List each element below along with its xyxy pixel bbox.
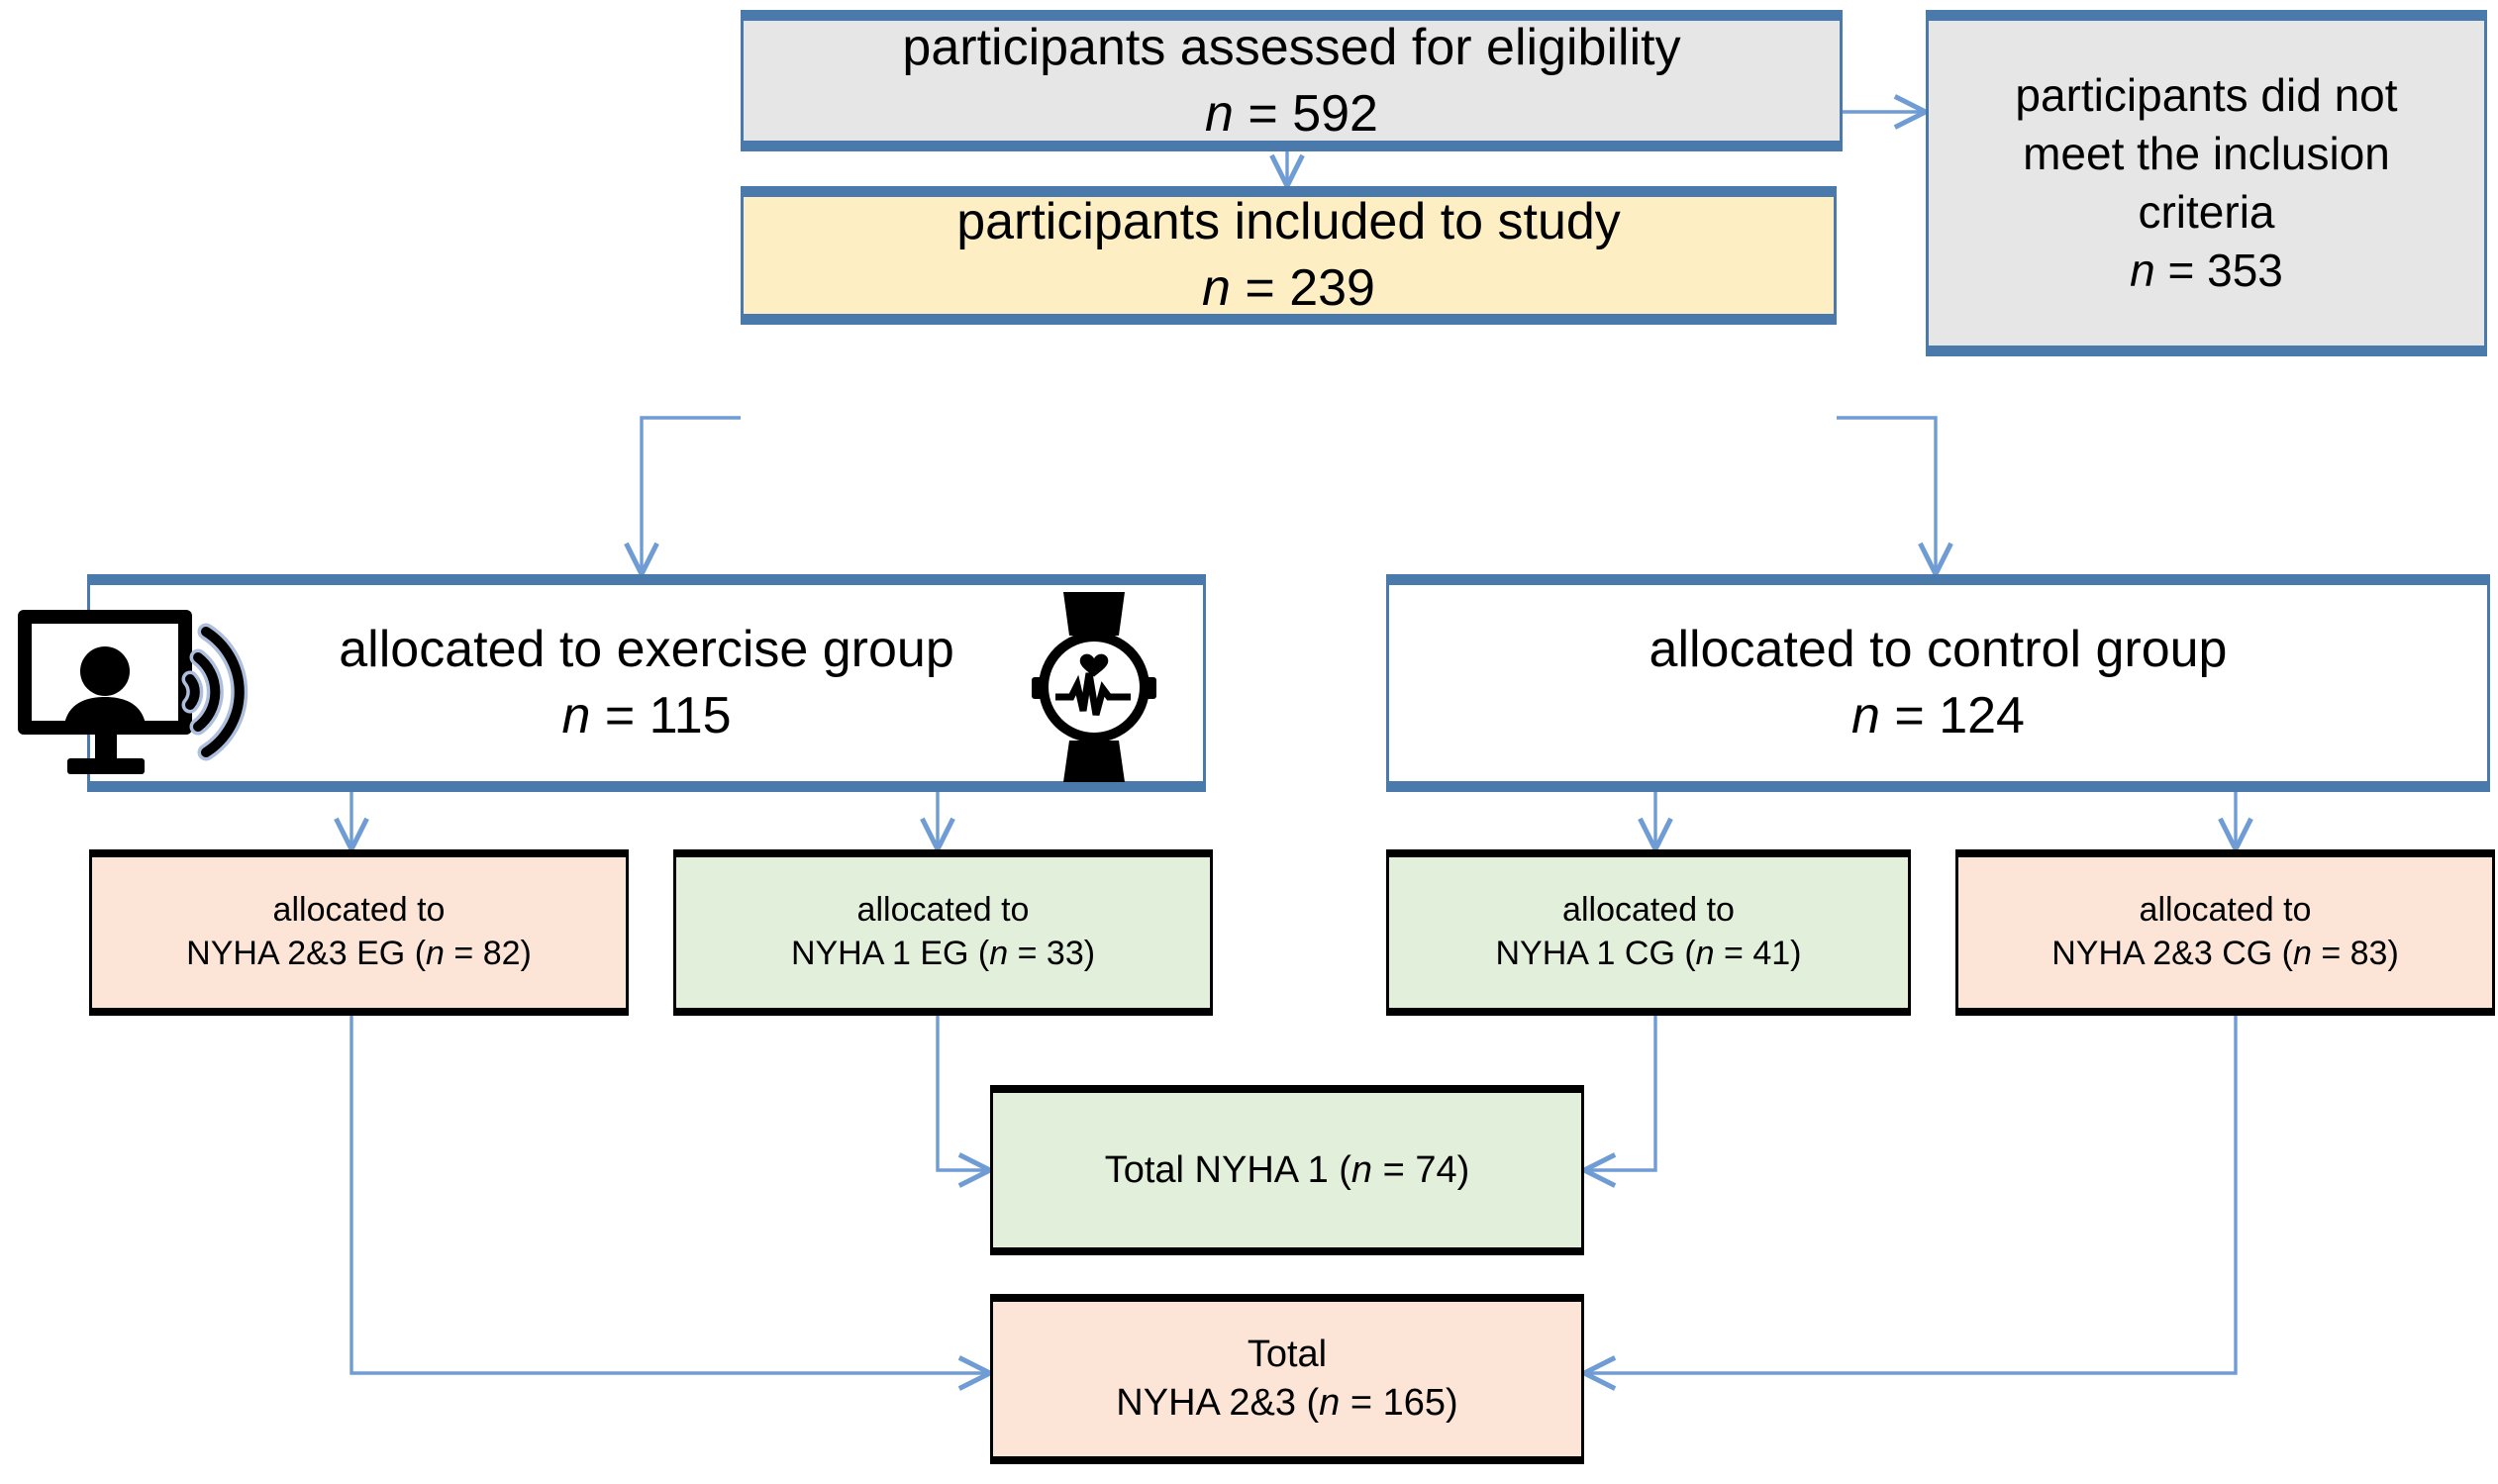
nyha1-cg-post: = 41) bbox=[1714, 935, 1802, 972]
connector-nyha23eg-to-total23 bbox=[350, 1016, 990, 1373]
total-nyha23-pre: NYHA 2&3 ( bbox=[1116, 1382, 1320, 1424]
node-total-nyha23: Total NYHA 2&3 (n = 165) bbox=[990, 1294, 1584, 1464]
included-n-italic: n bbox=[1202, 259, 1231, 317]
node-allocated-exercise-group: allocated to exercise group n = 115 bbox=[87, 574, 1206, 792]
connector-nyha1eg-to-total1 bbox=[936, 1016, 990, 1170]
nyha23-cg-post: = 83) bbox=[2311, 935, 2399, 972]
node-included-to-study: participants included to study n = 239 bbox=[741, 186, 1837, 325]
control-group-n-value: = 124 bbox=[1879, 687, 2025, 744]
total-nyha23-post: = 165) bbox=[1340, 1382, 1458, 1424]
nyha23-cg-pre: NYHA 2&3 CG ( bbox=[2051, 935, 2293, 972]
included-n-value: = 239 bbox=[1230, 259, 1375, 317]
assessed-n-value: = 592 bbox=[1233, 84, 1378, 143]
node-allocated-control-group: allocated to control group n = 124 bbox=[1386, 574, 2490, 792]
connector-nyha23cg-to-total23 bbox=[1584, 1016, 2238, 1373]
excluded-n-italic: n bbox=[2130, 244, 2155, 296]
excluded-n-value: = 353 bbox=[2154, 244, 2283, 296]
control-group-n-italic: n bbox=[1851, 687, 1880, 744]
nyha23-eg-pre: NYHA 2&3 EG ( bbox=[186, 935, 427, 972]
nyha23-eg-line-2: NYHA 2&3 EG (n = 82) bbox=[186, 933, 532, 976]
node-nyha1-cg: allocated to NYHA 1 CG (n = 41) bbox=[1386, 849, 1911, 1016]
total-nyha23-line-1: Total bbox=[1247, 1334, 1328, 1376]
total-nyha1-n-italic: n bbox=[1350, 1148, 1373, 1191]
nyha23-cg-n-italic: n bbox=[2292, 935, 2312, 972]
assessed-title: participants assessed for eligibility bbox=[902, 18, 1681, 76]
node-excluded-not-meeting-criteria: participants did not meet the inclusion … bbox=[1926, 10, 2487, 356]
nyha23-eg-post: = 82) bbox=[444, 935, 532, 972]
total-nyha23-line-2: NYHA 2&3 (n = 165) bbox=[1116, 1379, 1457, 1428]
nyha23-eg-n-italic: n bbox=[426, 935, 445, 972]
nyha1-eg-n-italic: n bbox=[989, 935, 1009, 972]
connector-included-to-exercise bbox=[642, 416, 741, 574]
nyha1-cg-n-italic: n bbox=[1695, 935, 1715, 972]
total-nyha23-n-italic: n bbox=[1319, 1382, 1341, 1424]
nyha23-cg-line-2: NYHA 2&3 CG (n = 83) bbox=[2051, 933, 2399, 976]
smartwatch-heart-rate-icon bbox=[1020, 590, 1168, 784]
control-group-count: n = 124 bbox=[1851, 683, 2025, 749]
included-title: participants included to study bbox=[956, 193, 1621, 251]
exercise-group-n-value: = 115 bbox=[590, 687, 732, 744]
nyha1-cg-pre: NYHA 1 CG ( bbox=[1495, 935, 1696, 972]
nyha23-cg-line-1: allocated to bbox=[2139, 891, 2312, 930]
excluded-count: n = 353 bbox=[2130, 242, 2283, 300]
nyha1-cg-line-1: allocated to bbox=[1562, 891, 1735, 930]
exercise-group-n-italic: n bbox=[561, 687, 591, 744]
assessed-count: n = 592 bbox=[1205, 81, 1378, 148]
nyha23-eg-line-1: allocated to bbox=[272, 891, 446, 930]
assessed-n-italic: n bbox=[1205, 84, 1234, 143]
telemonitoring-screen-icon bbox=[12, 602, 281, 780]
connector-nyha1cg-to-total1 bbox=[1584, 1016, 1657, 1170]
total-nyha1-pre: Total NYHA 1 ( bbox=[1104, 1148, 1351, 1191]
node-nyha23-cg: allocated to NYHA 2&3 CG (n = 83) bbox=[1955, 849, 2495, 1016]
nyha1-eg-post: = 33) bbox=[1008, 935, 1096, 972]
node-total-nyha1: Total NYHA 1 (n = 74) bbox=[990, 1085, 1584, 1255]
total-nyha1-post: = 74) bbox=[1372, 1148, 1470, 1191]
control-group-title: allocated to control group bbox=[1649, 621, 2228, 679]
node-assessed-for-eligibility: participants assessed for eligibility n … bbox=[741, 10, 1843, 151]
nyha1-eg-line-2: NYHA 1 EG (n = 33) bbox=[791, 933, 1095, 976]
excluded-line-2: meet the inclusion bbox=[2023, 128, 2390, 180]
nyha1-eg-pre: NYHA 1 EG ( bbox=[790, 935, 990, 972]
connector-included-to-control bbox=[1837, 416, 1936, 574]
node-nyha23-eg: allocated to NYHA 2&3 EG (n = 82) bbox=[89, 849, 629, 1016]
nyha1-eg-line-1: allocated to bbox=[856, 891, 1030, 930]
exercise-group-count: n = 115 bbox=[561, 683, 731, 749]
node-nyha1-eg: allocated to NYHA 1 EG (n = 33) bbox=[673, 849, 1213, 1016]
excluded-line-1: participants did not bbox=[2015, 69, 2398, 122]
excluded-line-3: criteria bbox=[2138, 186, 2275, 238]
total-nyha1-line: Total NYHA 1 (n = 74) bbox=[1105, 1146, 1470, 1195]
nyha1-cg-line-2: NYHA 1 CG (n = 41) bbox=[1496, 933, 1802, 976]
exercise-group-title: allocated to exercise group bbox=[339, 621, 954, 679]
included-count: n = 239 bbox=[1202, 255, 1375, 322]
